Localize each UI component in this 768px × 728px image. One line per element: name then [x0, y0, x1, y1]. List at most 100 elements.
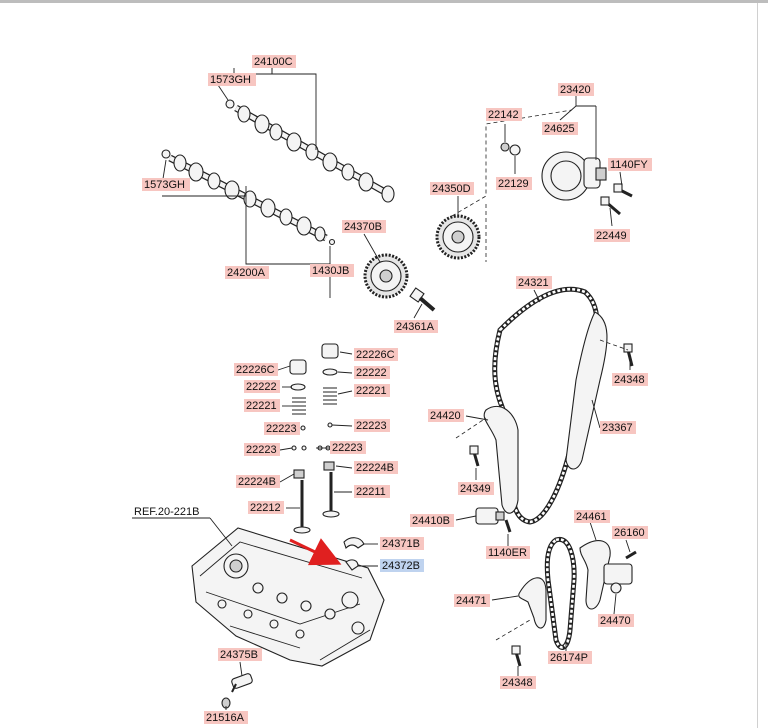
label-22212[interactable]: 22212: [248, 501, 284, 514]
svg-text:22142: 22142: [488, 109, 519, 121]
svg-text:22223: 22223: [246, 444, 277, 456]
bolt-24348-lower: [511, 645, 522, 667]
label-23367[interactable]: 23367: [600, 421, 636, 434]
label-1573gh-lower[interactable]: 1573GH: [142, 178, 190, 191]
svg-text:24361A: 24361A: [396, 321, 435, 333]
label-22449[interactable]: 22449: [594, 229, 630, 242]
label-22221-right[interactable]: 22221: [354, 384, 390, 397]
label-24371b[interactable]: 24371B: [380, 537, 424, 550]
svg-text:24375B: 24375B: [220, 649, 258, 661]
label-26174p[interactable]: 26174P: [548, 651, 592, 664]
camshaft-upper: [225, 99, 395, 203]
svg-text:21516A: 21516A: [206, 712, 245, 724]
svg-text:1430JB: 1430JB: [312, 265, 349, 277]
label-22224b-left[interactable]: 22224B: [236, 475, 280, 488]
svg-text:26160: 26160: [614, 527, 645, 539]
sensor-24375b: [231, 673, 253, 693]
svg-text:1140FY: 1140FY: [610, 159, 648, 171]
label-24100c[interactable]: 24100C: [252, 55, 296, 68]
svg-text:24349: 24349: [460, 483, 491, 495]
svg-text:22226C: 22226C: [236, 364, 275, 376]
label-21516a[interactable]: 21516A: [204, 711, 248, 724]
svg-text:23367: 23367: [602, 422, 633, 434]
svg-text:22211: 22211: [356, 486, 386, 498]
label-22226c-right[interactable]: 22226C: [354, 348, 398, 361]
svg-text:22224B: 22224B: [356, 462, 394, 474]
label-24350d[interactable]: 24350D: [430, 182, 474, 195]
label-22226c-left[interactable]: 22226C: [234, 363, 278, 376]
svg-text:26174P: 26174P: [550, 652, 588, 664]
svg-text:1140ER: 1140ER: [488, 547, 527, 559]
vvt-actuator-23420: [541, 151, 607, 201]
svg-text:22223: 22223: [266, 423, 297, 435]
label-22223-d[interactable]: 22223: [330, 441, 366, 454]
label-24375b[interactable]: 24375B: [218, 648, 262, 661]
label-24471[interactable]: 24471: [454, 594, 490, 607]
label-26160[interactable]: 26160: [612, 526, 648, 539]
svg-text:24370B: 24370B: [344, 221, 382, 233]
svg-text:24200A: 24200A: [227, 267, 266, 279]
svg-text:24348: 24348: [614, 374, 645, 386]
label-24348-upper[interactable]: 24348: [612, 373, 648, 386]
label-22224b-right[interactable]: 22224B: [354, 461, 398, 474]
label-1573gh-upper[interactable]: 1573GH: [208, 73, 256, 86]
bolts-upper-right: [600, 183, 633, 216]
reference-label[interactable]: REF.20-221B: [134, 506, 199, 518]
seal-22142-22129: [500, 142, 521, 156]
label-24372b[interactable]: 24372B: [380, 559, 424, 572]
svg-text:24321: 24321: [518, 277, 549, 289]
label-24370b[interactable]: 24370B: [342, 220, 386, 233]
label-24361a[interactable]: 24361A: [394, 320, 438, 333]
selection-arrow: [289, 538, 342, 566]
label-22129[interactable]: 22129: [496, 177, 532, 190]
svg-text:24471: 24471: [456, 595, 487, 607]
label-22223-b[interactable]: 22223: [354, 419, 390, 432]
valve-train-right: [317, 343, 340, 518]
label-22221-left[interactable]: 22221: [244, 399, 280, 412]
cylinder-head: [191, 527, 385, 667]
svg-text:24420: 24420: [430, 410, 461, 422]
chain-guide-23367: [565, 311, 608, 470]
label-22223-c[interactable]: 22223: [244, 443, 280, 456]
bolts-chain-area: [469, 343, 634, 533]
svg-text:1573GH: 1573GH: [144, 179, 185, 191]
label-24461[interactable]: 24461: [574, 510, 610, 523]
guide-24461: [579, 540, 611, 610]
right-border: [757, 3, 758, 728]
svg-text:24410B: 24410B: [412, 515, 450, 527]
label-24321[interactable]: 24321: [516, 276, 552, 289]
guide-24471: [518, 577, 547, 629]
top-border: [0, 0, 768, 3]
svg-text:22221: 22221: [246, 400, 277, 412]
label-24410b[interactable]: 24410B: [410, 514, 454, 527]
tensioner-arm-24420: [483, 405, 519, 514]
label-24348-lower[interactable]: 24348: [500, 676, 536, 689]
svg-text:22212: 22212: [250, 502, 281, 514]
label-24420[interactable]: 24420: [428, 409, 464, 422]
label-24200a[interactable]: 24200A: [225, 266, 269, 279]
bracket-24100c: [233, 68, 317, 150]
tensioner-24470: [603, 550, 637, 594]
label-22142[interactable]: 22142: [486, 108, 522, 121]
label-22222-left[interactable]: 22222: [244, 380, 280, 393]
label-22223-a[interactable]: 22223: [264, 422, 300, 435]
label-1140fy[interactable]: 1140FY: [608, 158, 652, 171]
svg-text:22226C: 22226C: [356, 349, 395, 361]
svg-text:22222: 22222: [246, 381, 277, 393]
label-23420[interactable]: 23420: [558, 83, 594, 96]
label-1430jb[interactable]: 1430JB: [310, 264, 354, 277]
label-22211[interactable]: 22211: [354, 485, 390, 498]
camshaft-lower: [161, 149, 336, 246]
label-24349[interactable]: 24349: [458, 482, 494, 495]
cap-24371b: [343, 537, 365, 550]
svg-text:22223: 22223: [332, 442, 363, 454]
label-24625[interactable]: 24625: [542, 122, 578, 135]
label-24470[interactable]: 24470: [598, 614, 634, 627]
part-labels: 24100C 1573GH 1573GH 24200A 1430JB 24370…: [134, 55, 652, 724]
svg-text:24461: 24461: [576, 511, 607, 523]
label-1140er[interactable]: 1140ER: [486, 546, 530, 559]
svg-text:22224B: 22224B: [238, 476, 276, 488]
label-22222-right[interactable]: 22222: [354, 366, 390, 379]
svg-text:22221: 22221: [356, 385, 387, 397]
